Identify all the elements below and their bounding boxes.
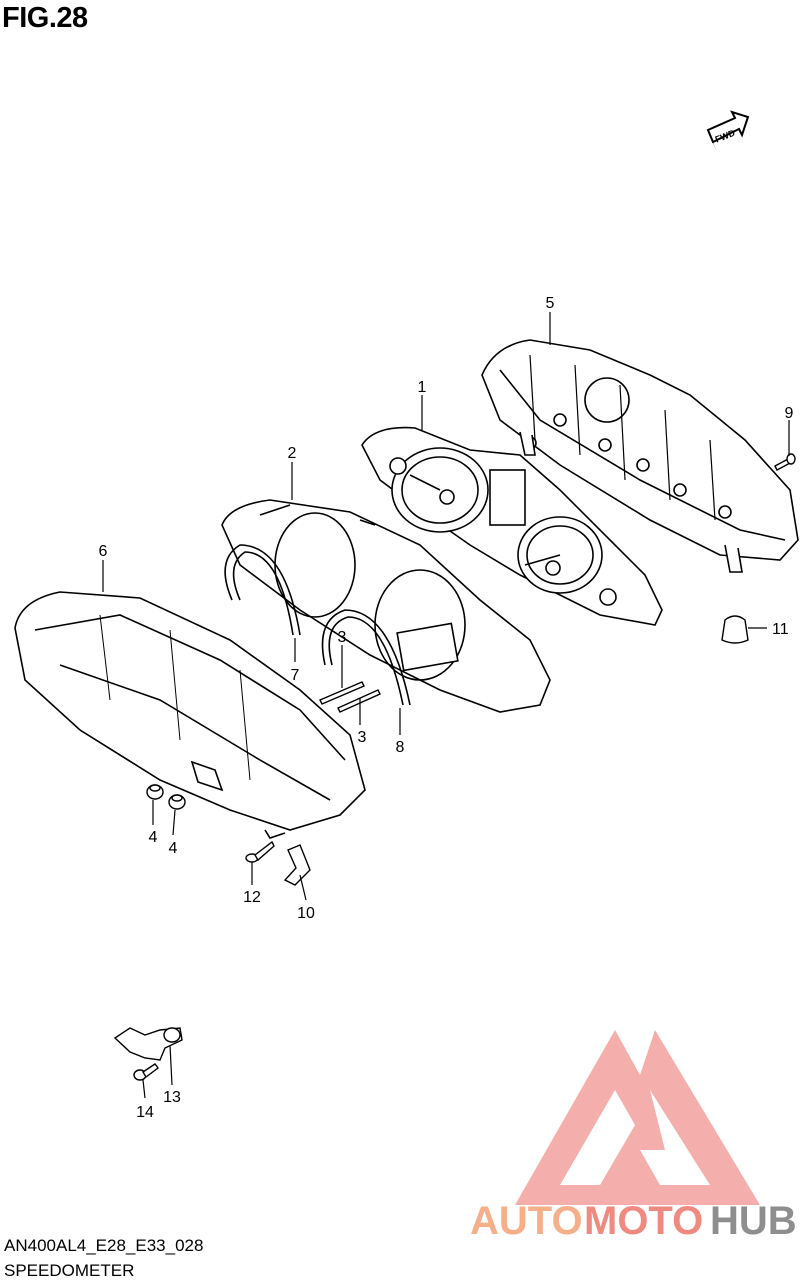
part-2-housing [221, 499, 551, 713]
callout-13: 13 [163, 1089, 181, 1106]
part-5-rear-case [481, 339, 799, 573]
callout-14: 14 [136, 1104, 154, 1121]
callout-5: 5 [546, 295, 555, 312]
callout-2: 2 [288, 445, 297, 462]
leader-lines [102, 312, 790, 1099]
watermark-logo-icon [515, 1030, 760, 1205]
watermark-auto: AUTO [470, 1199, 583, 1243]
callout-9: 9 [785, 405, 794, 422]
part-8-ring [321, 609, 411, 706]
part-11-cap [721, 615, 749, 644]
callout-8: 8 [396, 739, 405, 756]
part-1-gauge-face [361, 426, 663, 626]
callout-1: 1 [418, 379, 427, 396]
part-6-lens [14, 591, 366, 839]
part-14-bolt [133, 1063, 159, 1081]
part-13-sensor [113, 1027, 183, 1061]
part-9-screw [774, 453, 796, 471]
part-10-clip [283, 844, 311, 886]
model-code: AN400AL4_E28_E33_028 [4, 1236, 204, 1255]
watermark-hub: HUB [710, 1199, 797, 1243]
part-4-grommets [146, 784, 186, 810]
callout-10: 10 [297, 905, 315, 922]
callout-4-b: 4 [169, 840, 178, 857]
watermark-text: AUTO MOTO HUB [470, 1199, 797, 1243]
part-12-screw [245, 840, 275, 863]
callout-3-a: 3 [338, 629, 347, 646]
callout-6: 6 [99, 543, 108, 560]
watermark-moto: MOTO [584, 1199, 703, 1243]
figure-title: FIG.28 [2, 2, 88, 34]
callout-4-a: 4 [149, 829, 158, 846]
part-3-bulbs [319, 681, 381, 713]
section-name: SPEEDOMETER [4, 1261, 135, 1280]
callout-11: 11 [772, 621, 789, 638]
callout-12: 12 [243, 889, 261, 906]
fwd-arrow-icon: FWD [706, 110, 750, 150]
part-7-ring [224, 544, 301, 636]
callout-7: 7 [291, 667, 300, 684]
callout-3-b: 3 [358, 729, 367, 746]
